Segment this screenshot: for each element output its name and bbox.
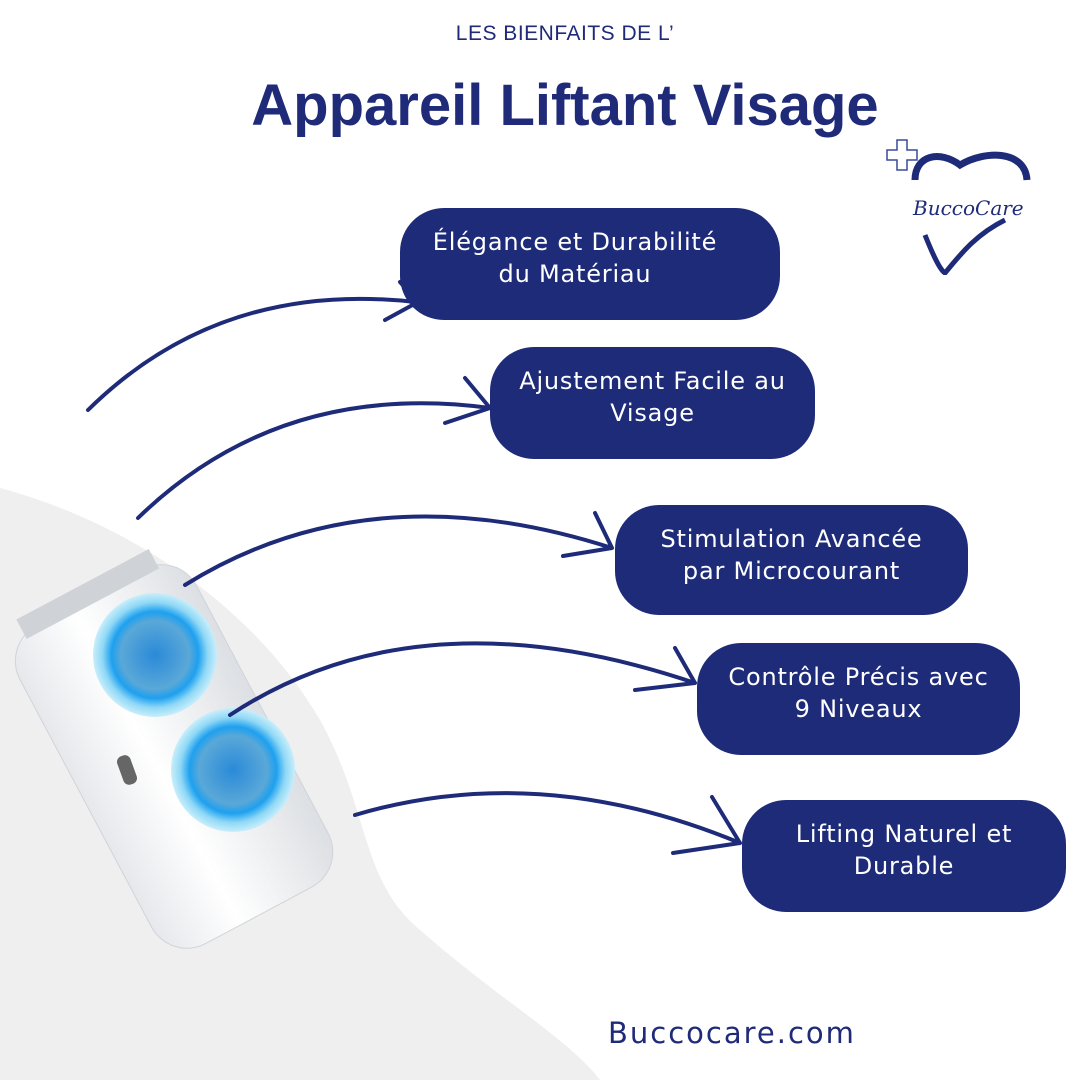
electrode-top <box>93 593 217 717</box>
arrow-4 <box>228 641 697 717</box>
electrode-bottom <box>171 708 295 832</box>
arrow-3 <box>183 511 614 587</box>
power-button <box>116 755 138 785</box>
svg-text:BuccoCare: BuccoCare <box>912 196 1024 220</box>
benefit-label: Stimulation Avancée par Microcourant <box>660 525 923 585</box>
benefit-label: Contrôle Précis avec 9 Niveaux <box>728 663 989 723</box>
page-title: Appareil Liftant Visage <box>251 73 879 138</box>
arrow-1 <box>86 280 420 412</box>
buccocare-logo: BuccoCare <box>886 139 1031 275</box>
subtitle: LES BIENFAITS DE L’ <box>455 22 675 45</box>
benefit-label: Élégance et Durabilité du Matériau <box>432 228 718 288</box>
arrow-2 <box>136 376 492 520</box>
benefit-pill-lifting: Lifting Naturel et Durable <box>742 800 1066 912</box>
benefit-pill-adjustment: Ajustement Facile au Visage <box>490 347 815 459</box>
benefit-label: Lifting Naturel et Durable <box>795 820 1013 880</box>
benefit-pill-levels: Contrôle Précis avec 9 Niveaux <box>697 643 1020 755</box>
arrow-5 <box>353 791 742 855</box>
benefit-pill-microcurrent: Stimulation Avancée par Microcourant <box>615 505 968 615</box>
website-link[interactable]: Buccocare.com <box>608 1016 856 1050</box>
benefit-pill-material: Élégance et Durabilité du Matériau <box>400 208 780 320</box>
benefit-label: Ajustement Facile au Visage <box>519 367 786 427</box>
